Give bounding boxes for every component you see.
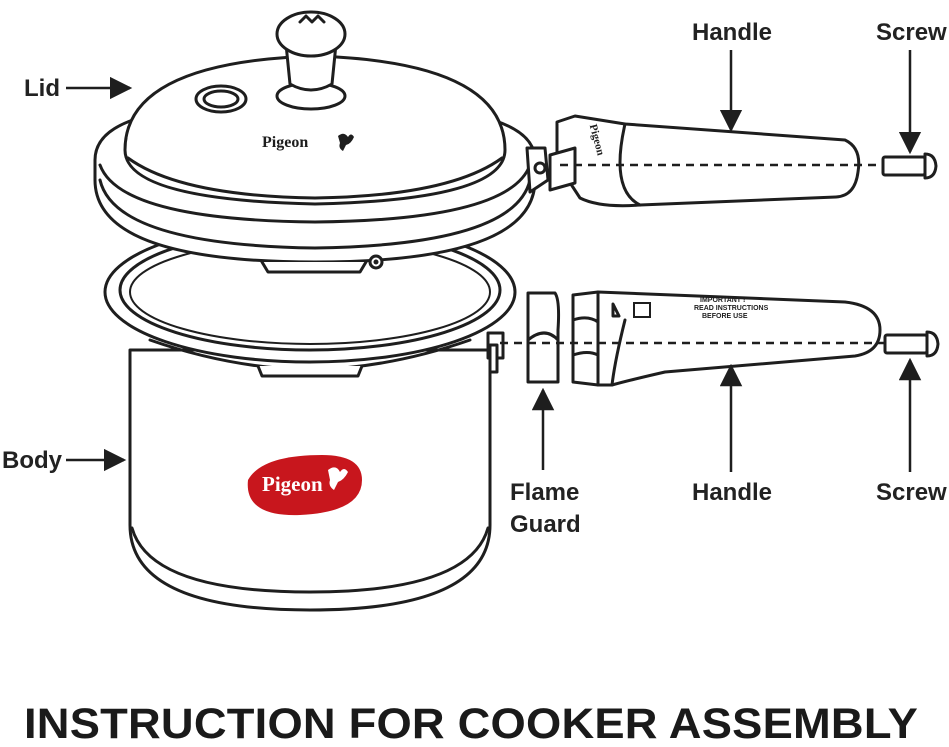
handle-warning-line2: READ INSTRUCTIONS [694, 305, 769, 312]
label-body: Body [2, 447, 63, 474]
label-flame-guard-1: Flame [510, 479, 579, 506]
label-screw-top: Screw [876, 19, 947, 46]
bird-icon [338, 133, 354, 151]
flame-guard [526, 291, 561, 384]
cooker-lid: Pigeon [93, 10, 550, 274]
top-handle: Pigeon [548, 114, 861, 208]
top-screw [881, 152, 938, 180]
handle-warning-line3: BEFORE USE [702, 313, 748, 320]
bottom-screw [883, 330, 940, 358]
label-handle-bottom: Handle [692, 479, 772, 506]
label-handle-top: Handle [692, 19, 772, 46]
label-flame-guard-2: Guard [510, 511, 581, 538]
body-brand-logo: Pigeon [262, 472, 323, 496]
label-lid: Lid [24, 75, 60, 102]
handle-warning-line1: IMPORTANT ! [700, 297, 745, 304]
lid-brand-logo: Pigeon [262, 134, 308, 151]
label-screw-bottom: Screw [876, 479, 947, 506]
cooker-body: Pigeon [103, 220, 517, 612]
page-title: INSTRUCTION FOR COOKER ASSEMBLY [24, 700, 918, 747]
bottom-handle: IMPORTANT ! READ INSTRUCTIONS BEFORE USE [571, 290, 882, 387]
bird-icon [328, 467, 348, 490]
